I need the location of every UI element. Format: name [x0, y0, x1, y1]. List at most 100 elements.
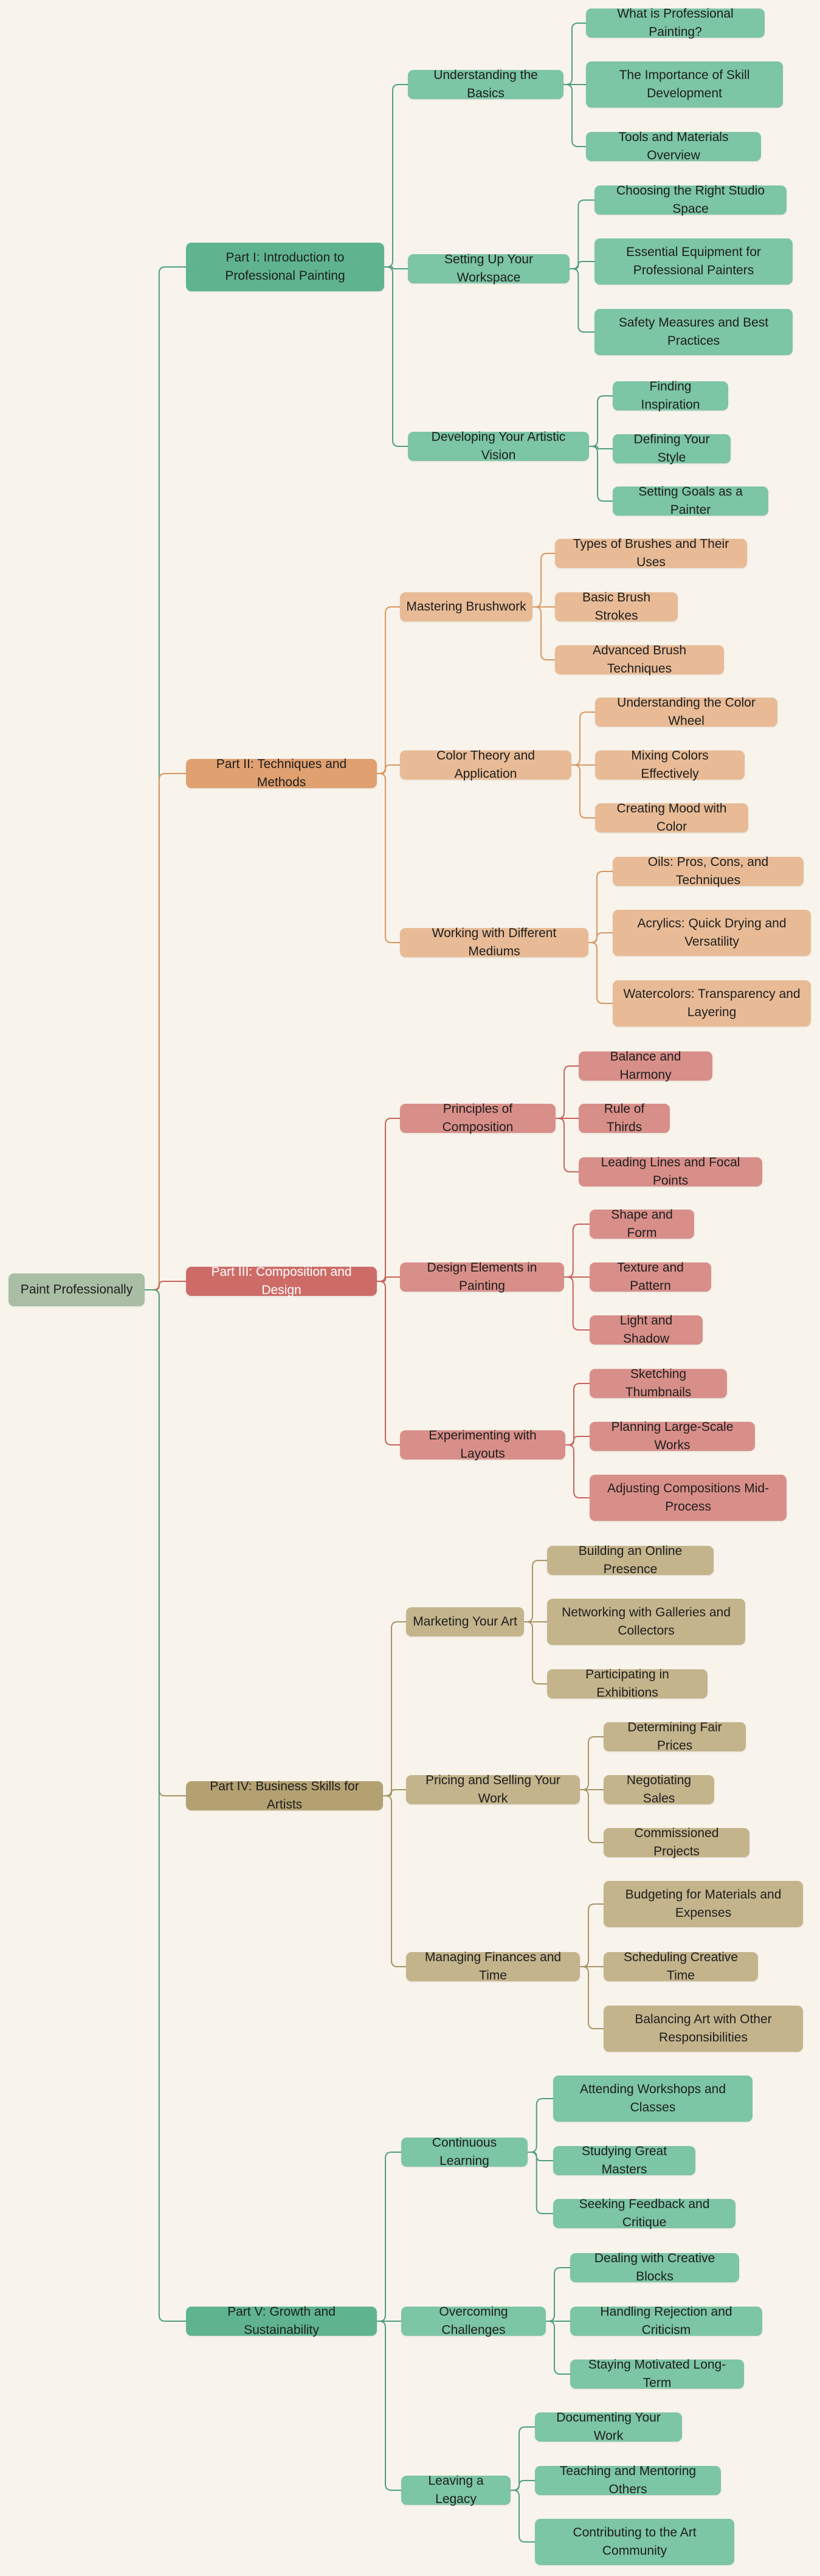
- item-4-3-2[interactable]: Scheduling Creative Time: [604, 1950, 758, 1982]
- item-1-1-1[interactable]: What is Professional Painting?: [586, 7, 765, 39]
- item-4-2-1[interactable]: Determining Fair Prices: [604, 1720, 746, 1753]
- item-3-2-1[interactable]: Shape and Form: [590, 1208, 694, 1240]
- connector-21: [571, 764, 595, 819]
- item-1-3-1[interactable]: Finding Inspiration: [613, 379, 728, 412]
- item-1-3-3[interactable]: Setting Goals as a Painter: [613, 485, 768, 517]
- item-4-1-1[interactable]: Building an Online Presence: [547, 1544, 714, 1576]
- connector-15: [532, 553, 555, 608]
- item-3-2-2[interactable]: Texture and Pattern: [590, 1261, 711, 1293]
- item-5-1-3[interactable]: Seeking Feedback and Critique: [553, 2197, 736, 2229]
- item-1-2-3[interactable]: Safety Measures and Best Practices: [594, 309, 793, 355]
- item-1-2-2[interactable]: Essential Equipment for Professional Pai…: [594, 238, 793, 285]
- item-2-1-1[interactable]: Types of Brushes and Their Uses: [555, 537, 747, 569]
- item-1-1-2[interactable]: The Importance of Skill Development: [586, 61, 783, 108]
- item-5-3-1[interactable]: Documenting Your Work: [535, 2411, 682, 2443]
- item-3-1-2[interactable]: Rule of Thirds: [579, 1102, 670, 1134]
- item-4-2-3[interactable]: Commissioned Projects: [604, 1826, 749, 1858]
- section-5-1-node[interactable]: Continuous Learning: [401, 2136, 528, 2168]
- item-2-1-3[interactable]: Advanced Brush Techniques: [555, 643, 724, 676]
- section-1-1-node[interactable]: Understanding the Basics: [408, 68, 563, 100]
- connector-13: [145, 773, 186, 1290]
- connector-35: [377, 1281, 400, 1446]
- part-1-node[interactable]: Part I: Introduction to Professional Pai…: [186, 243, 384, 291]
- part-2-node[interactable]: Part II: Techniques and Methods: [186, 757, 377, 789]
- section-3-3-node[interactable]: Experimenting with Layouts: [400, 1428, 565, 1461]
- connector-8: [570, 268, 594, 333]
- connector-34: [564, 1276, 590, 1331]
- section-1-3-node[interactable]: Developing Your Artistic Vision: [408, 430, 589, 462]
- item-5-2-1[interactable]: Dealing with Creative Blocks: [570, 2251, 739, 2283]
- section-5-3-node[interactable]: Leaving a Legacy: [401, 2474, 511, 2506]
- connector-43: [524, 1621, 547, 1684]
- connector-9: [384, 266, 408, 447]
- connector-40: [383, 1621, 406, 1796]
- connector-49: [580, 1903, 604, 1967]
- connector-60: [546, 2321, 570, 2375]
- connector-19: [571, 712, 595, 766]
- section-3-1-node[interactable]: Principles of Composition: [400, 1102, 556, 1134]
- section-5-2-node[interactable]: Overcoming Challenges: [401, 2305, 546, 2337]
- connector-32: [564, 1224, 590, 1278]
- connector-37: [565, 1436, 590, 1446]
- connector-31: [377, 1276, 400, 1282]
- connector-55: [528, 2152, 553, 2161]
- part-3-node[interactable]: Part III: Composition and Design: [186, 1265, 377, 1297]
- connector-58: [546, 2267, 570, 2322]
- connector-11: [589, 446, 613, 449]
- connector-12: [589, 446, 613, 502]
- item-3-1-3[interactable]: Leading Lines and Focal Points: [579, 1155, 762, 1188]
- item-4-1-3[interactable]: Participating in Exhibitions: [547, 1667, 708, 1700]
- section-4-1-node[interactable]: Marketing Your Art: [406, 1607, 524, 1636]
- item-1-2-1[interactable]: Choosing the Right Studio Space: [594, 184, 787, 216]
- item-4-1-2[interactable]: Networking with Galleries and Collectors: [547, 1599, 745, 1645]
- section-3-2-node[interactable]: Design Elements in Painting: [400, 1261, 564, 1293]
- item-2-3-3[interactable]: Watercolors: Transparency and Layering: [613, 980, 811, 1027]
- item-5-3-2[interactable]: Teaching and Mentoring Others: [535, 2464, 721, 2496]
- item-2-2-1[interactable]: Understanding the Color Wheel: [595, 696, 777, 728]
- connector-14: [377, 606, 400, 774]
- connector-38: [565, 1444, 590, 1498]
- item-5-1-1[interactable]: Attending Workshops and Classes: [553, 2076, 753, 2122]
- item-4-3-3[interactable]: Balancing Art with Other Responsibilitie…: [604, 2006, 803, 2052]
- section-4-2-node[interactable]: Pricing and Selling Your Work: [406, 1773, 580, 1806]
- item-3-2-3[interactable]: Light and Shadow: [590, 1314, 703, 1346]
- connector-30: [556, 1118, 579, 1172]
- item-2-3-2[interactable]: Acrylics: Quick Drying and Versatility: [613, 910, 811, 956]
- connector-22: [377, 773, 400, 943]
- item-1-1-3[interactable]: Tools and Materials Overview: [586, 130, 761, 162]
- connector-61: [377, 2321, 401, 2491]
- item-1-3-2[interactable]: Defining Your Style: [613, 432, 731, 465]
- connector-18: [377, 764, 400, 774]
- connector-51: [580, 1966, 604, 2029]
- item-5-2-2[interactable]: Handling Rejection and Criticism: [570, 2305, 762, 2337]
- item-3-3-1[interactable]: Sketching Thumbnails: [590, 1367, 727, 1399]
- item-4-2-2[interactable]: Negotiating Sales: [604, 1773, 714, 1806]
- connector-2: [563, 23, 586, 85]
- item-2-2-3[interactable]: Creating Mood with Color: [595, 802, 748, 834]
- connector-1: [384, 84, 408, 268]
- connector-6: [570, 199, 594, 269]
- item-3-3-2[interactable]: Planning Large-Scale Works: [590, 1420, 755, 1452]
- connector-41: [524, 1560, 547, 1622]
- item-2-2-2[interactable]: Mixing Colors Effectively: [595, 749, 745, 781]
- connector-45: [580, 1736, 604, 1790]
- item-3-1-1[interactable]: Balance and Harmony: [579, 1050, 712, 1082]
- section-1-2-node[interactable]: Setting Up Your Workspace: [408, 252, 570, 285]
- connector-7: [570, 261, 594, 269]
- section-2-3-node[interactable]: Working with Different Mediums: [400, 926, 588, 958]
- item-2-1-2[interactable]: Basic Brush Strokes: [555, 590, 678, 623]
- part-4-node[interactable]: Part IV: Business Skills for Artists: [186, 1779, 383, 1812]
- item-3-3-3[interactable]: Adjusting Compositions Mid-Process: [590, 1475, 787, 1521]
- item-5-3-3[interactable]: Contributing to the Art Community: [535, 2519, 734, 2565]
- item-4-3-1[interactable]: Budgeting for Materials and Expenses: [604, 1881, 803, 1927]
- item-5-1-2[interactable]: Studying Great Masters: [553, 2144, 695, 2176]
- section-2-2-node[interactable]: Color Theory and Application: [400, 749, 571, 781]
- section-2-1-node[interactable]: Mastering Brushwork: [400, 592, 532, 621]
- connector-4: [563, 84, 586, 147]
- section-4-3-node[interactable]: Managing Finances and Time: [406, 1950, 580, 1982]
- root-node[interactable]: Paint Professionally: [9, 1273, 145, 1306]
- part-5-node[interactable]: Part V: Growth and Sustainability: [186, 2305, 377, 2337]
- item-5-2-3[interactable]: Staying Motivated Long-Term: [570, 2358, 744, 2390]
- item-2-3-1[interactable]: Oils: Pros, Cons, and Techniques: [613, 855, 804, 887]
